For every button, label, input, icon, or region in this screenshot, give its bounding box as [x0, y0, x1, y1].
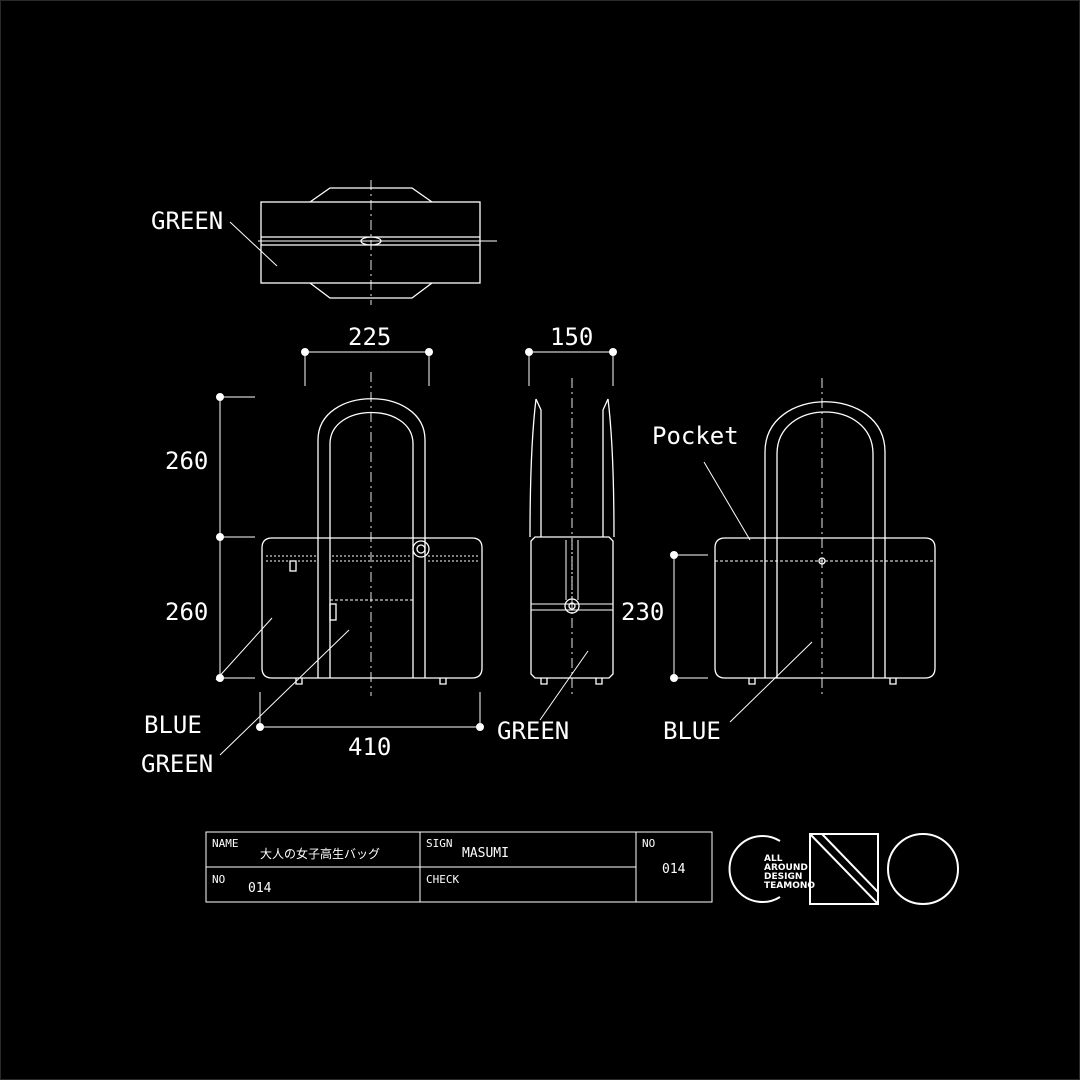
dim-back-height-text: 230 [621, 598, 664, 626]
front-view [215, 372, 483, 756]
title-block [205, 831, 713, 903]
dim-handle-height-text: 260 [165, 447, 208, 475]
title-no-label: NO [212, 873, 225, 886]
back-view [703, 378, 936, 723]
front-green-label: GREEN [141, 750, 213, 778]
dim-total-width [256, 692, 484, 731]
title-name-label: NAME [212, 837, 239, 850]
dim-handle-width-text: 225 [348, 323, 391, 351]
title-no-right-label: NO [642, 837, 655, 850]
title-check-label: CHECK [426, 873, 459, 886]
title-no-right-value: 014 [662, 862, 686, 877]
dim-body-height-text: 260 [165, 598, 208, 626]
logo-line-2: AROUND [764, 863, 808, 873]
title-no-value: 014 [248, 881, 272, 896]
dim-heights [216, 393, 255, 682]
side-view [529, 378, 615, 721]
logo-line-1: ALL [764, 854, 783, 864]
dim-handle-width [301, 348, 433, 386]
dim-side-width-text: 150 [550, 323, 593, 351]
brand-logo [728, 833, 959, 905]
side-green-label: GREEN [497, 717, 569, 745]
back-blue-label: BLUE [663, 717, 721, 745]
title-sign-value: MASUMI [462, 846, 509, 861]
dim-side-width [525, 348, 617, 386]
title-sign-label: SIGN [426, 837, 453, 850]
top-view [229, 180, 497, 305]
front-blue-label: BLUE [144, 711, 202, 739]
logo-line-4: TEAMONO [764, 881, 815, 891]
back-pocket-label: Pocket [652, 422, 739, 450]
dim-total-width-text: 410 [348, 733, 391, 761]
title-name-value: 大人の女子高生バッグ [260, 846, 380, 861]
dim-back-height [670, 551, 708, 682]
top-green-label: GREEN [151, 207, 223, 235]
logo-line-3: DESIGN [764, 872, 802, 882]
